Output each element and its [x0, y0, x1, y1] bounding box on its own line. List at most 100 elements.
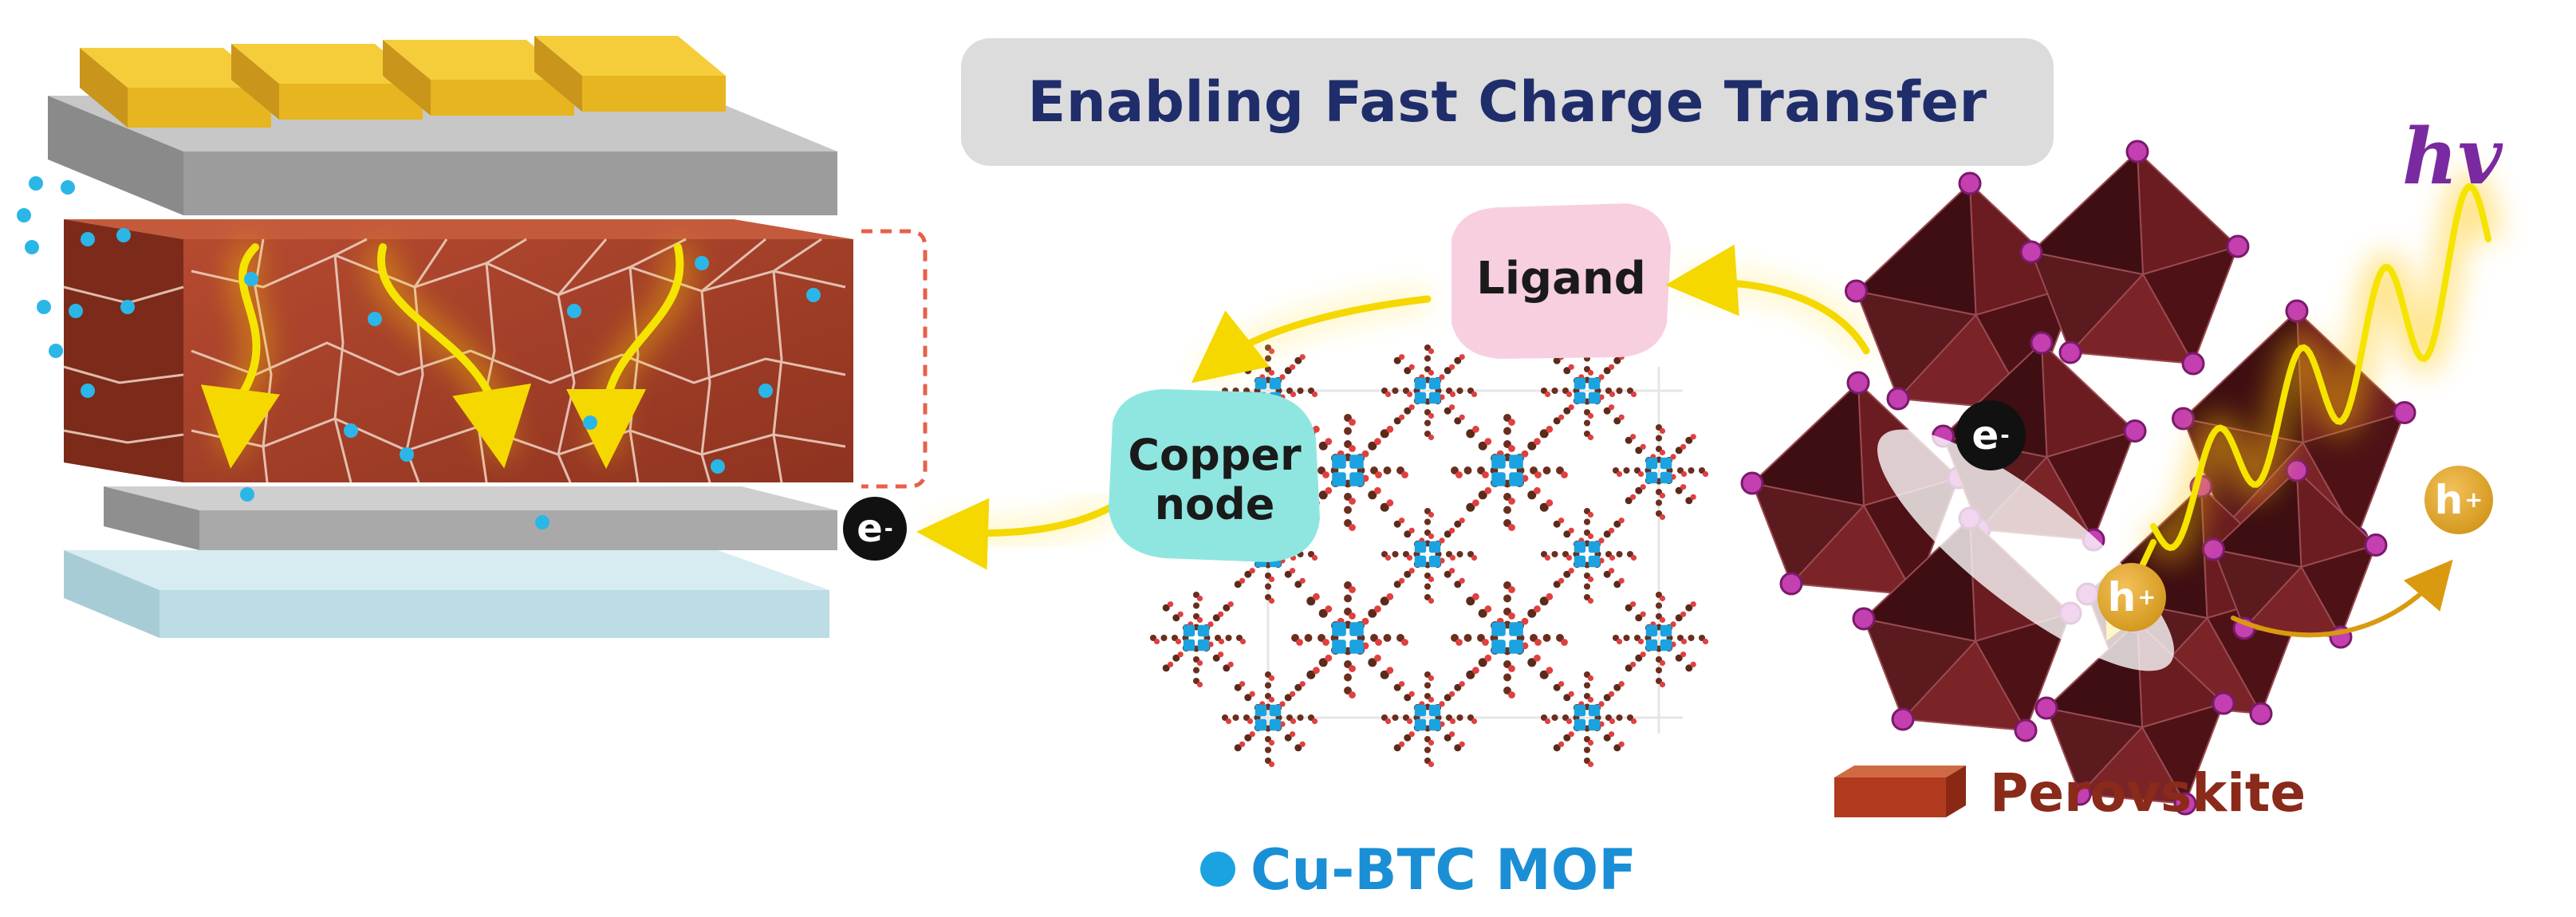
linker-atom	[1527, 608, 1537, 618]
linker-atom	[1623, 466, 1630, 474]
oxygen-atom	[1449, 364, 1455, 370]
linker-atom	[1383, 466, 1392, 474]
halide-atom	[2181, 352, 2205, 376]
halide-atom	[2202, 537, 2225, 561]
linker-atom	[1551, 714, 1558, 722]
copper-site	[1428, 555, 1441, 568]
oxygen-atom	[1508, 498, 1515, 505]
oxygen-atom	[1659, 492, 1666, 499]
halide-atom	[1740, 471, 1764, 495]
octahedron-face	[2212, 468, 2302, 569]
oxygen-atom	[1385, 391, 1392, 398]
halide-atom	[2125, 140, 2149, 163]
oxygen-atom	[1247, 718, 1254, 725]
copper-site	[1491, 455, 1506, 469]
linker-atom	[1655, 499, 1663, 506]
oxygen-atom	[1428, 369, 1435, 376]
linker-atom	[1212, 614, 1220, 622]
oxygen-atom	[1609, 568, 1615, 574]
oxygen-atom	[1361, 642, 1369, 650]
oxygen-atom	[1408, 527, 1415, 533]
oxygen-atom	[1207, 621, 1214, 628]
linker-atom	[1306, 596, 1316, 606]
oxygen-atom	[1558, 681, 1565, 687]
oxygen-atom	[1428, 696, 1435, 703]
linker-atom	[1404, 694, 1412, 702]
oxygen-atom	[1670, 621, 1676, 628]
oxygen-atom	[1374, 654, 1381, 662]
charge-transport-arrows	[200, 238, 692, 469]
hv-text: hv	[2402, 112, 2503, 202]
linker-atom	[1563, 734, 1571, 742]
linker-atom	[1304, 634, 1313, 642]
linker-atom	[1613, 356, 1621, 364]
octahedron	[2202, 458, 2388, 649]
linker-atom	[1563, 570, 1571, 578]
copper-node-text-line1: Copper	[1128, 430, 1302, 480]
halide-atom	[1846, 371, 1870, 395]
oxygen-atom	[1196, 659, 1203, 667]
oxygen-atom	[1659, 514, 1666, 521]
oxygen-atom	[1428, 511, 1435, 518]
linker-atom	[1527, 658, 1537, 667]
oxygen-atom	[1598, 701, 1605, 707]
linker-atom	[1563, 530, 1571, 538]
linker-atom	[1284, 694, 1292, 702]
oxygen-atom	[1598, 374, 1605, 380]
oxygen-atom	[1386, 592, 1394, 600]
linker-atom	[1603, 407, 1611, 415]
oxygen-atom	[1459, 681, 1465, 687]
oxygen-atom	[1534, 486, 1541, 494]
linker-atom	[1603, 367, 1611, 375]
linker-atom	[1294, 356, 1302, 364]
copper-node-blob	[1109, 389, 1320, 562]
linker-atom	[1393, 356, 1401, 364]
oxygen-atom	[1374, 605, 1381, 613]
oxygen-atom	[1587, 511, 1594, 518]
oxygen-atom	[1322, 639, 1329, 646]
copper-site	[1414, 555, 1427, 568]
linker-atom	[1392, 550, 1399, 558]
linker-atom	[1380, 429, 1389, 439]
perovskite-crystal	[1740, 140, 2416, 816]
linker-atom	[1563, 407, 1571, 415]
oxygen-atom	[1386, 425, 1394, 433]
linker-atom	[1192, 667, 1200, 674]
linker-atom	[1380, 670, 1389, 679]
linker-atom	[1616, 550, 1623, 558]
copper-site	[1428, 392, 1441, 404]
linker-atom	[1655, 435, 1663, 442]
hole-symbol-extracted: h	[2434, 477, 2464, 523]
linker-atom	[1344, 594, 1352, 603]
linker-atom	[1264, 355, 1272, 362]
oxygen-atom	[1482, 471, 1489, 478]
oxygen-atom	[1325, 605, 1333, 613]
linker-atom	[1539, 502, 1549, 512]
linker-atom	[1583, 583, 1591, 590]
octahedron-face	[1854, 181, 1977, 317]
halide-atom	[2226, 234, 2250, 258]
linker-atom	[1318, 608, 1328, 618]
oxygen-atom	[1521, 474, 1529, 482]
linker-atom	[1675, 447, 1683, 455]
oxygen-atom	[1399, 577, 1405, 584]
copper-site	[1645, 639, 1658, 651]
perovskite-layer	[17, 160, 853, 529]
linker-atom	[1563, 694, 1571, 702]
electron-sign-left: -	[884, 516, 893, 541]
oxygen-atom	[1428, 739, 1435, 746]
oxygen-atom	[1459, 414, 1465, 420]
linker-atom	[1539, 429, 1549, 439]
oxygen-atom	[1508, 445, 1515, 452]
oxygen-atom	[1680, 611, 1687, 617]
oxygen-atom	[1616, 470, 1623, 478]
linker-atom	[1393, 744, 1401, 752]
linker-atom	[1444, 367, 1451, 375]
linker-atom	[1503, 594, 1511, 603]
linker-atom	[1454, 356, 1462, 364]
halide-atom	[1852, 607, 1876, 631]
mof-node-cluster	[1381, 344, 1478, 441]
oxygen-atom	[1587, 434, 1594, 441]
copper-site	[1491, 622, 1506, 636]
oxygen-atom	[1349, 445, 1356, 452]
